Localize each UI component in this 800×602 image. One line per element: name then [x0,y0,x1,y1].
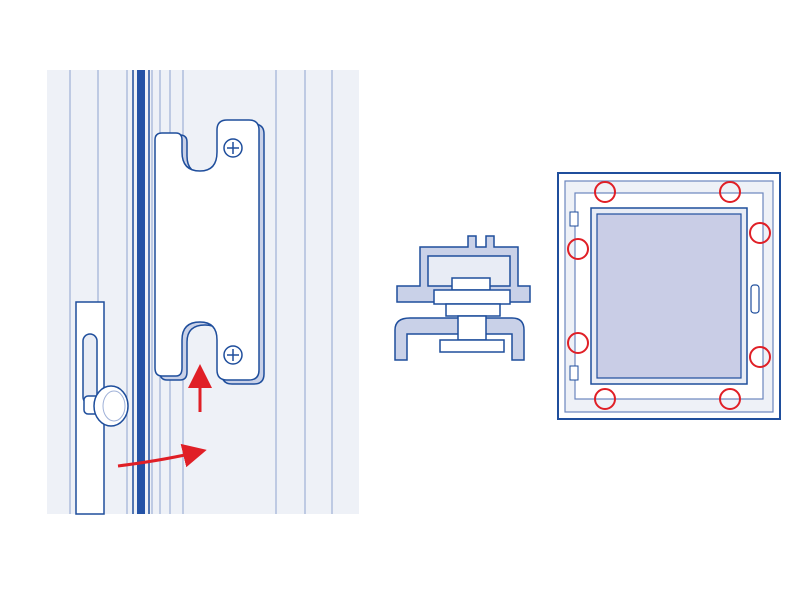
locking-point-marker [749,222,771,244]
locking-point-markers [567,181,771,410]
sash-profile [394,317,525,361]
door-closeup-panel [47,70,359,515]
screw-top-icon [223,138,243,158]
cross-section-panel [394,235,531,361]
keeper-plate [154,119,265,385]
locking-point-marker [749,346,771,368]
locking-point-marker [719,388,741,410]
hinge-top [569,211,579,227]
window-elevation-panel [557,172,781,420]
window-handle-icon [750,284,760,314]
hinge-bottom [569,365,579,381]
locking-point-marker [594,181,616,203]
locking-point-marker [567,332,589,354]
sash-edge [137,70,145,514]
screw-bottom-icon [223,345,243,365]
curved-arrow-icon [117,443,207,468]
roller-cam-section [433,277,511,353]
locking-point-marker [594,388,616,410]
locking-point-marker [719,181,741,203]
roller-cam [83,385,129,427]
locking-point-marker [567,238,589,260]
glass-pane [596,213,742,379]
